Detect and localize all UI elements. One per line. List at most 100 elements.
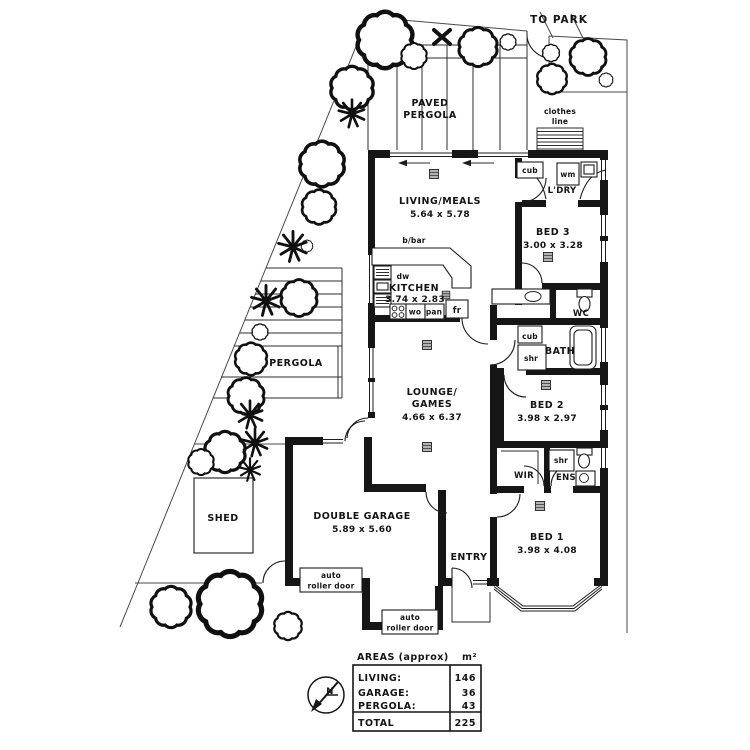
windows <box>323 152 606 612</box>
areas-unit: m² <box>462 652 477 663</box>
tree-icon <box>499 33 517 51</box>
fr-label: fr <box>453 306 462 316</box>
sliding-door-arrows <box>398 159 494 167</box>
tree-icon <box>149 584 193 630</box>
laundry-label: L'DRY <box>548 186 577 196</box>
cub-laundry-label: cub <box>522 166 538 175</box>
breakfast-bar <box>371 247 472 289</box>
areas-row-value: 43 <box>462 701 476 712</box>
north-arrow-icon <box>311 699 322 712</box>
tree-icon <box>541 43 561 63</box>
tree-icon <box>568 37 608 77</box>
bed1-dims: 3.98 x 4.08 <box>517 546 577 556</box>
areas-total-label: TOTAL <box>358 718 394 729</box>
lounge-dims: 4.66 x 6.37 <box>402 413 462 423</box>
bath-label: BATH <box>545 346 575 357</box>
tree-icon <box>273 610 303 642</box>
tree-icon <box>279 278 319 318</box>
bed3-label: BED 3 <box>536 227 570 238</box>
garden-trees <box>149 12 614 642</box>
tree-icon <box>198 571 261 636</box>
palm-icon <box>250 283 281 317</box>
bed2-label: BED 2 <box>530 400 564 411</box>
paved-pergola-label: PAVED <box>411 98 448 109</box>
vanity <box>491 288 551 305</box>
roller-door-south <box>381 609 439 635</box>
bed2-dims: 3.98 x 2.97 <box>517 414 577 424</box>
kitchen-label: KITCHEN <box>389 283 439 294</box>
tree-icon <box>300 188 338 226</box>
pan-label: pan <box>426 308 442 317</box>
roller2-label2: roller door <box>387 624 434 633</box>
light-icon <box>422 340 432 350</box>
tree-icon <box>233 341 269 377</box>
areas-row-value: 146 <box>455 673 476 684</box>
garage-label: DOUBLE GARAGE <box>313 511 410 522</box>
areas-total-value: 225 <box>455 718 476 729</box>
bed1-label: BED 1 <box>530 532 564 543</box>
light-icon <box>429 169 439 179</box>
roller-door-west <box>299 567 363 593</box>
wm-label: wm <box>560 170 575 179</box>
fridge <box>445 299 469 319</box>
tree-icon <box>251 323 269 341</box>
shed-label: SHED <box>207 513 238 524</box>
areas-table: AREAS (approx) m² LIVING: 146 GARAGE: 36… <box>352 652 482 732</box>
palm-icon <box>235 399 264 430</box>
paved-pergola-label2: PERGOLA <box>403 110 457 121</box>
wir-shelves <box>501 450 539 484</box>
clothes-line-label: clothes <box>544 107 576 116</box>
fixtures <box>299 161 598 635</box>
areas-row-label: GARAGE: <box>358 688 409 699</box>
areas-row-label: PERGOLA: <box>358 701 416 712</box>
cub-bath-label: cub <box>522 332 538 341</box>
lounge-label2: GAMES <box>412 399 452 410</box>
tree-icon <box>298 139 346 189</box>
bed3-dims: 3.00 x 3.28 <box>523 241 583 251</box>
pantry <box>424 303 445 320</box>
areas-title: AREAS (approx) <box>357 652 449 663</box>
areas-row-label: LIVING: <box>358 673 402 684</box>
walls <box>285 150 608 630</box>
ens-label: ENS <box>556 473 576 483</box>
lounge-label: LOUNGE/ <box>407 387 458 398</box>
kitchen-dims: 3.74 x 2.83 <box>385 295 445 305</box>
pergola-label: PERGOLA <box>269 358 323 369</box>
living-label: LIVING/MEALS <box>399 196 481 207</box>
pergola-area <box>213 267 343 399</box>
entry-label: ENTRY <box>450 552 487 563</box>
north-letter: N <box>326 687 333 697</box>
tree-icon <box>400 41 428 71</box>
wo-label: wo <box>409 308 421 317</box>
roller2-label: auto <box>400 613 420 622</box>
tree-icon <box>457 25 499 69</box>
labels: TO PARK PAVED PERGOLA clothes line PERGO… <box>207 14 589 633</box>
light-icon <box>535 501 545 511</box>
areas-row-value: 36 <box>462 688 476 699</box>
tree-icon <box>536 62 568 96</box>
laundry-cupboard <box>516 161 544 179</box>
tree-icon <box>598 72 614 88</box>
entry-porch <box>451 588 491 623</box>
shr-ens-label: shr <box>554 456 568 465</box>
bath-cupboard <box>517 325 543 344</box>
toilet <box>576 288 593 298</box>
ensuite-shower <box>548 449 575 472</box>
washing-machine <box>556 162 580 186</box>
shed <box>193 477 254 554</box>
light-icon <box>541 380 551 390</box>
bbar-label: b/bar <box>402 236 425 245</box>
light-icon <box>543 252 553 262</box>
light-icon <box>422 442 432 452</box>
wir-label: WIR <box>514 471 534 481</box>
roller1-label: auto <box>321 571 341 580</box>
north-compass: N <box>307 676 345 714</box>
to-park-label: TO PARK <box>530 14 588 26</box>
roller1-label2: roller door <box>308 582 355 591</box>
tap-cross-icon <box>432 28 452 46</box>
shr-bath-label: shr <box>524 354 538 363</box>
garage-dims: 5.89 x 5.60 <box>332 525 392 535</box>
wc-label: WC <box>573 309 589 319</box>
